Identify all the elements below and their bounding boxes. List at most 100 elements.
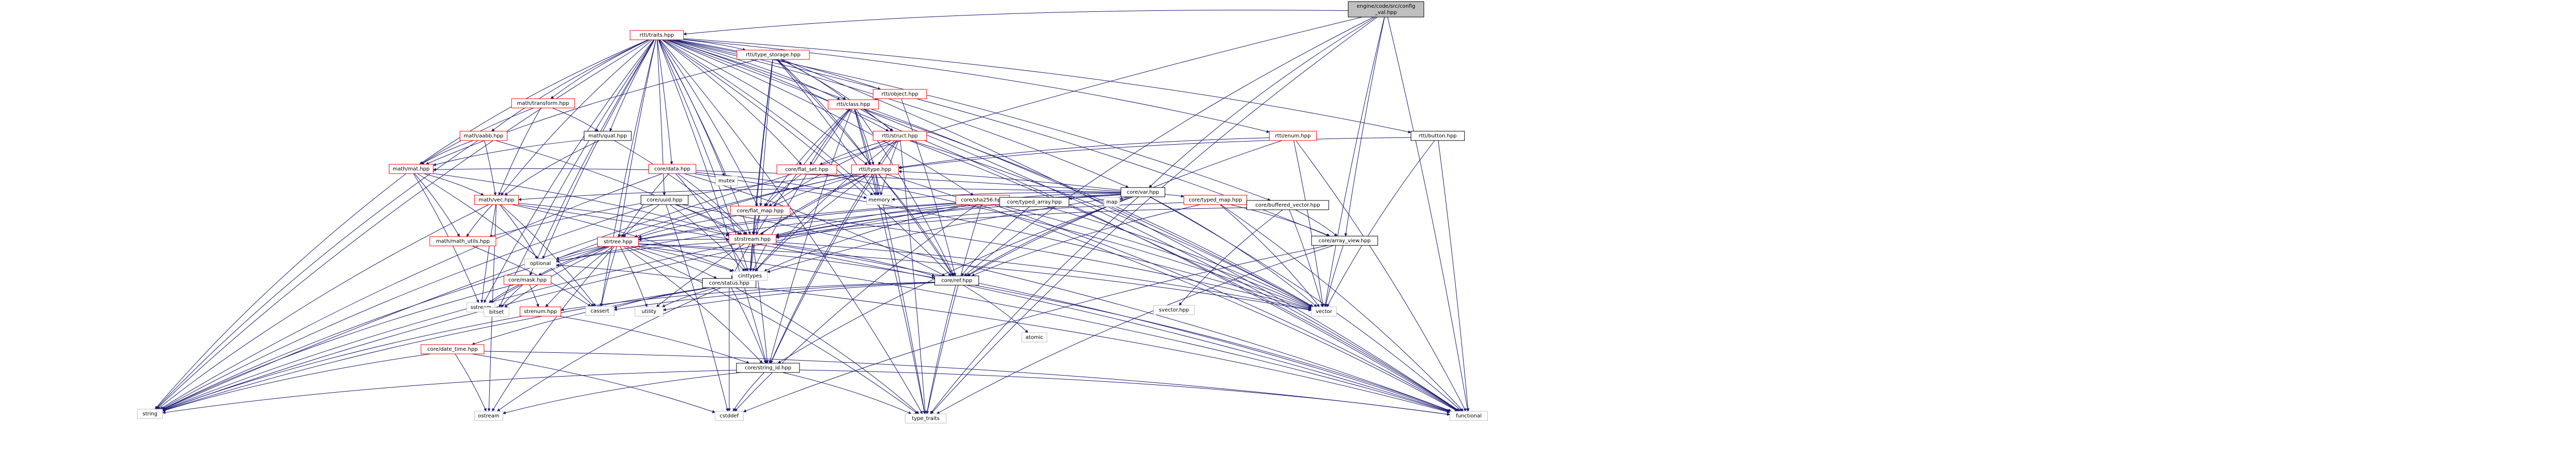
node-typestorage[interactable]: rtti/type_storage.hpp [736, 50, 810, 60]
edge-coreuuid-to-string [161, 204, 654, 410]
edge-traits-to-coreuuid [656, 39, 666, 196]
node-typedmap[interactable]: core/typed_map.hpp [1183, 195, 1247, 205]
node-flatset[interactable]: core/flat_set.hpp [776, 164, 837, 175]
edge-coreuuid-to-cstddef [666, 204, 729, 412]
node-utility[interactable]: utility [635, 306, 664, 317]
edge-coremask-to-strenum [529, 284, 539, 307]
edge-mathvec-to-optional [499, 204, 538, 259]
node-box [585, 306, 614, 316]
node-box [1120, 187, 1166, 197]
node-box [905, 413, 947, 424]
node-typedarray[interactable]: core/typed_array.hpp [999, 197, 1069, 207]
edge-strtree-to-vector [638, 243, 1312, 312]
node-label: strstream.hpp [734, 237, 771, 242]
node-label: cinttypes [738, 273, 762, 279]
node-atomic[interactable]: atomic [1021, 332, 1047, 343]
node-arrayview[interactable]: core/array_view.hpp [1311, 236, 1378, 246]
edge-renum-to-vector [1293, 140, 1324, 307]
node-mutex[interactable]: mutex [715, 176, 738, 186]
node-rclass[interactable]: rtti/class.hpp [827, 99, 879, 110]
node-coreuuid[interactable]: core/uuid.hpp [640, 195, 689, 205]
node-strtree[interactable]: strtree.hpp [597, 237, 639, 247]
node-label: ostream [478, 413, 499, 419]
node-label: strtree.hpp [604, 239, 632, 245]
node-functional[interactable]: functional [1450, 411, 1488, 421]
edge-traits-to-stringid [658, 39, 767, 364]
edge-corestatus-to-typetraits [735, 287, 920, 414]
node-vector[interactable]: vector [1311, 306, 1337, 317]
node-box [732, 271, 767, 281]
node-bufvec[interactable]: core/buffered_vector.hpp [1246, 200, 1329, 210]
edge-corevar-to-memory [891, 192, 1121, 201]
node-box [388, 164, 434, 174]
node-box [429, 236, 496, 246]
node-cstddef[interactable]: cstddef [715, 411, 744, 421]
node-coredata[interactable]: core/data.hpp [648, 164, 697, 174]
node-root[interactable]: engine/code/src/config_val.hpp [1348, 1, 1424, 18]
node-typetraits[interactable]: type_traits [905, 413, 947, 424]
edge-rbutton-to-vector [1327, 140, 1435, 307]
edge-coredata-to-cinttypes [675, 173, 747, 272]
node-strenum[interactable]: strenum.hpp [519, 306, 562, 317]
node-map[interactable]: map [1104, 197, 1120, 207]
node-renum[interactable]: rtti/enum.hpp [1269, 131, 1317, 141]
node-label: core/uuid.hpp [646, 197, 682, 203]
edge-traits-to-rstruct [668, 39, 889, 132]
node-mathtransform[interactable]: math/transform.hpp [511, 98, 575, 108]
edge-mathvec-to-cassert [501, 204, 596, 307]
node-cassert[interactable]: cassert [585, 306, 614, 316]
node-box [420, 344, 485, 354]
node-rtype[interactable]: rtti/type.hpp [851, 164, 899, 175]
node-coremask[interactable]: core/mask.hpp [503, 275, 552, 285]
node-mathaabb[interactable]: math/aabb.hpp [459, 131, 508, 141]
node-box [866, 195, 892, 205]
edge-typestorage-to-flatmap [759, 59, 773, 207]
node-traits[interactable]: rtti/traits.hpp [629, 30, 684, 40]
edge-strtree-to-cassert [600, 246, 617, 307]
node-label: core/status.hpp [709, 281, 749, 286]
node-box [511, 98, 575, 108]
edge-typedarray-to-vector [1046, 206, 1312, 307]
node-stringid[interactable]: core/string_id.hpp [736, 363, 800, 373]
node-mathquat[interactable]: math/quat.hpp [583, 131, 632, 141]
node-string[interactable]: string [137, 409, 163, 419]
node-box [474, 195, 519, 205]
edge-mathvec-to-mathutils [466, 204, 493, 237]
node-mathutils[interactable]: math/math_utils.hpp [429, 236, 496, 246]
edge-root-to-corevar [1149, 17, 1376, 188]
edge-traits-to-mathquat [609, 39, 655, 132]
node-rstruct[interactable]: rtti/struct.hpp [872, 131, 927, 141]
node-box [629, 30, 684, 40]
node-label: atomic [1026, 335, 1043, 340]
edge-traits-to-functional [666, 39, 1459, 412]
node-label: rtti/button.hpp [1419, 133, 1456, 139]
node-object[interactable]: rtti/object.hpp [872, 89, 927, 99]
node-label: math/quat.hpp [589, 133, 627, 139]
node-corevar[interactable]: core/var.hpp [1120, 187, 1166, 197]
edge-coredata-to-string [159, 173, 662, 410]
node-datetime[interactable]: core/date_time.hpp [420, 344, 485, 354]
node-cinttypes[interactable]: cinttypes [732, 271, 767, 281]
node-label: math/math_utils.hpp [436, 239, 490, 244]
edge-datetime-to-string [162, 353, 431, 412]
node-box [1021, 332, 1047, 343]
node-coreref[interactable]: core/ref.hpp [934, 275, 980, 286]
node-ostream[interactable]: ostream [474, 411, 503, 421]
node-svector[interactable]: svector.hpp [1153, 305, 1195, 315]
node-optional[interactable]: optional [524, 258, 556, 269]
node-box [597, 237, 639, 247]
node-memory[interactable]: memory [866, 195, 892, 205]
edge-object-to-coreref [901, 98, 956, 276]
node-mathvec[interactable]: math/vec.hpp [474, 195, 519, 205]
node-strstream[interactable]: strstream.hpp [728, 234, 777, 244]
edge-mathtransform-to-mathquat [552, 107, 599, 132]
edge-typedmap-to-coreref [971, 204, 1201, 276]
node-flatmap[interactable]: core/flat_map.hpp [730, 206, 791, 216]
node-mathmat[interactable]: math/mat.hpp [388, 164, 434, 174]
node-label: rtti/class.hpp [836, 102, 870, 107]
node-label: core/sha256.hpp [961, 197, 1004, 203]
node-bitset[interactable]: bitset [484, 307, 509, 317]
node-rbutton[interactable]: rtti/button.hpp [1410, 131, 1465, 141]
edge-typedmap-to-functional [1221, 204, 1464, 412]
edge-flatset-to-vector [823, 174, 1312, 309]
